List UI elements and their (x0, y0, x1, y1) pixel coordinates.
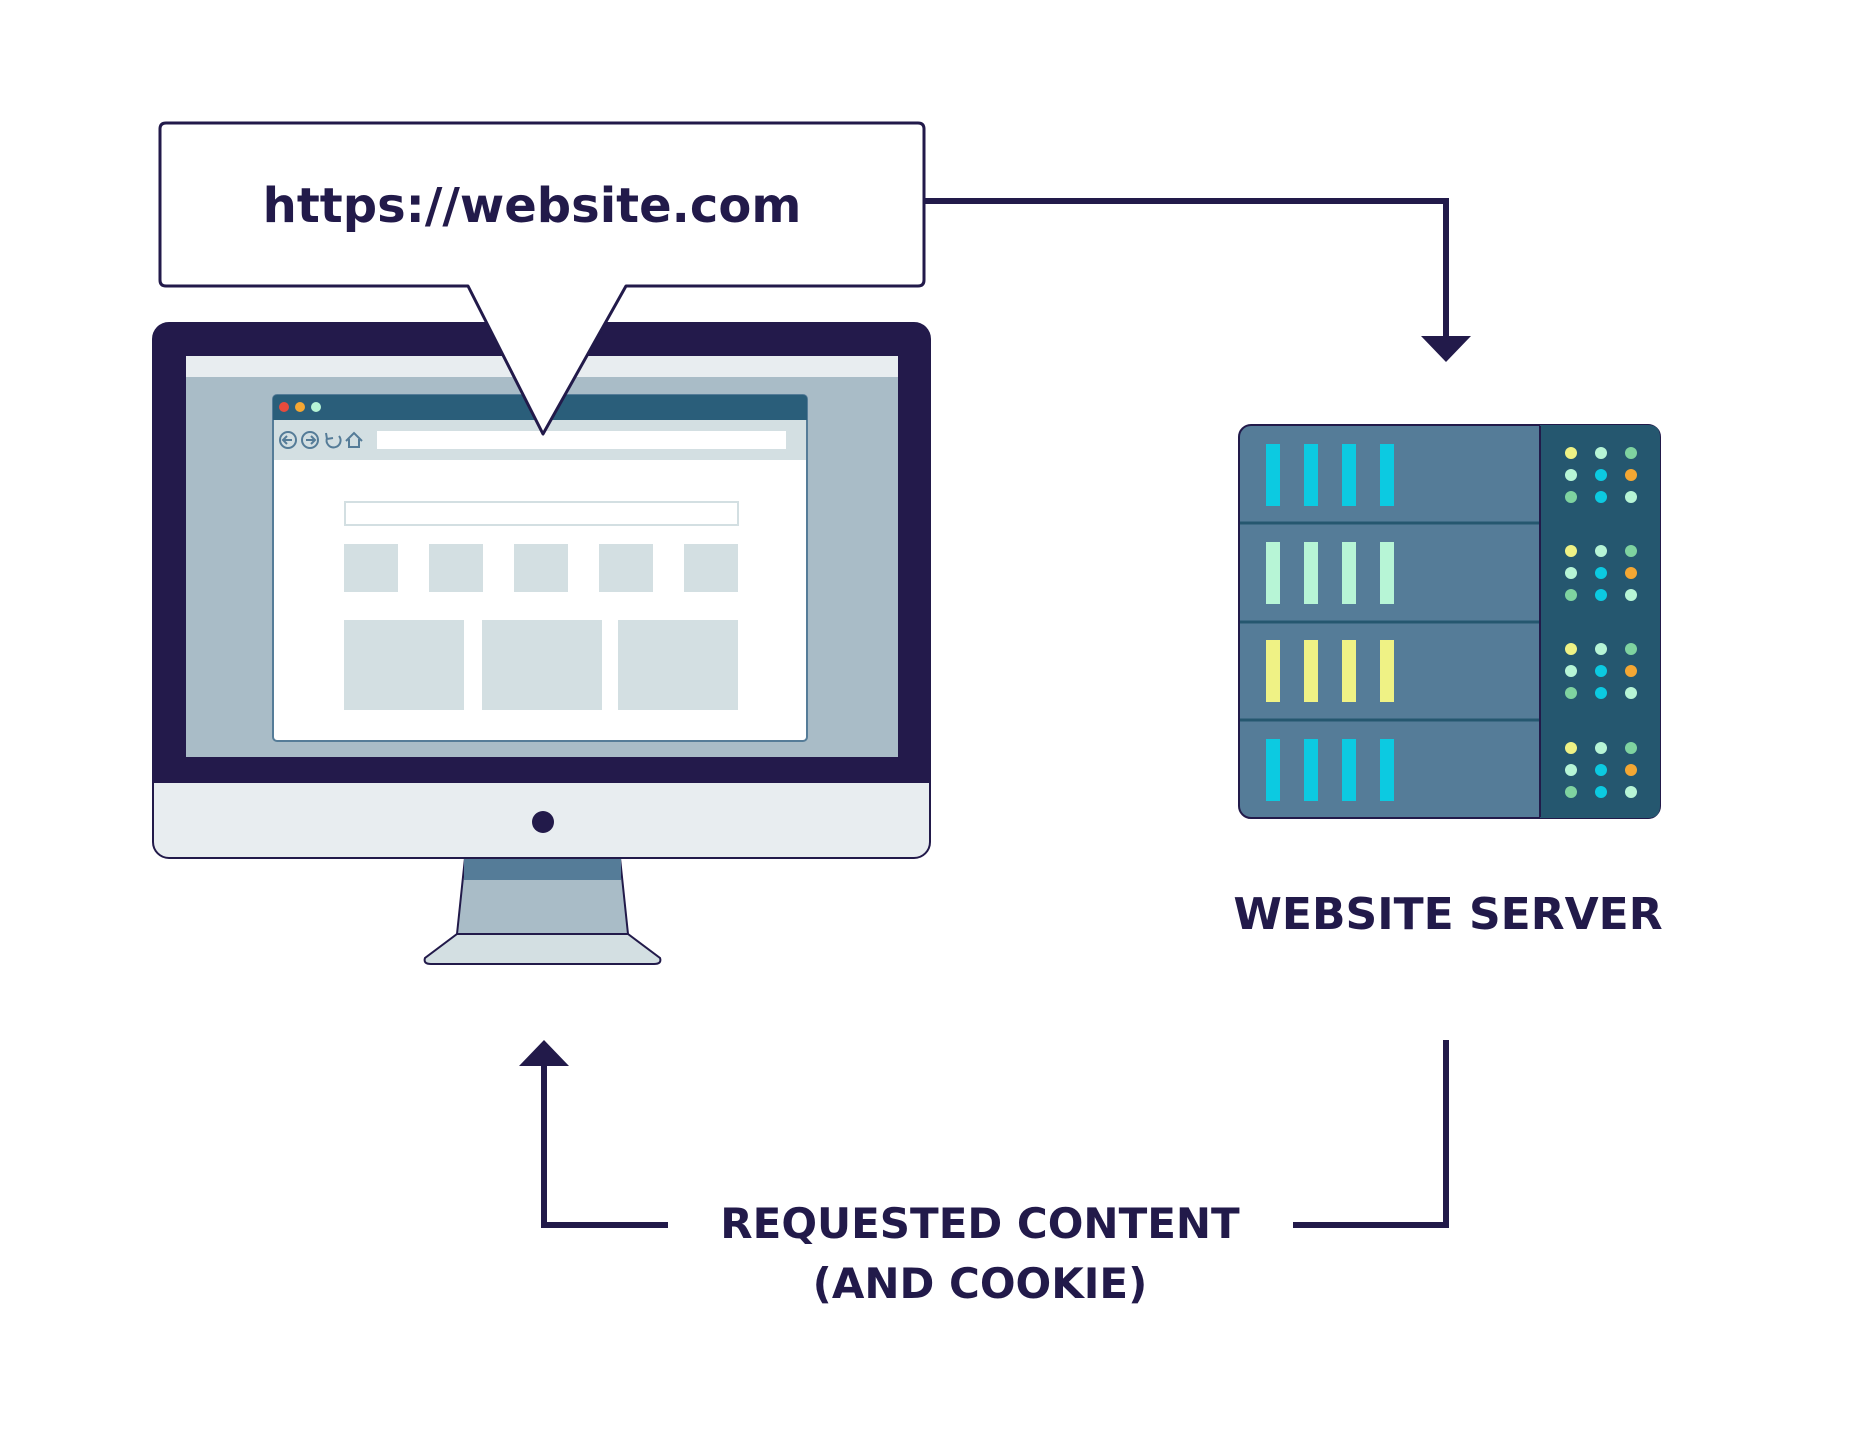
page-thumbnails (344, 544, 738, 592)
status-light-icon (1565, 742, 1637, 798)
status-light-icon (1565, 545, 1637, 601)
response-label-line1: REQUESTED CONTENT (720, 1199, 1240, 1248)
forward-icon (301, 431, 319, 449)
page-content-blocks (344, 620, 738, 710)
response-arrowhead-icon (519, 1040, 569, 1066)
browser-window (272, 394, 808, 742)
url-text: https://website.com (263, 178, 802, 234)
status-light-icon (1565, 643, 1637, 699)
server-unit (1266, 739, 1637, 801)
home-icon (345, 431, 363, 448)
status-light-icon (1565, 447, 1637, 503)
window-minimize-dot-icon (295, 402, 305, 412)
window-maximize-dot-icon (311, 402, 321, 412)
page-search-bar (344, 501, 739, 526)
monitor-power-button (532, 811, 554, 833)
back-icon (279, 431, 297, 449)
response-arrow (519, 1040, 1449, 1228)
address-bar[interactable] (377, 431, 786, 449)
request-arrowhead-icon (1421, 336, 1471, 362)
monitor-base (423, 933, 662, 965)
response-label: REQUESTED CONTENT (AND COOKIE) (720, 1199, 1240, 1308)
window-close-dot-icon (279, 402, 289, 412)
request-arrow (920, 198, 1471, 362)
response-label-line2: (AND COOKIE) (813, 1259, 1148, 1308)
server-unit (1266, 542, 1637, 604)
server-label: WEBSITE SERVER (1233, 889, 1662, 940)
website-server (1238, 424, 1661, 819)
server-unit (1266, 444, 1637, 506)
url-bubble: https://website.com (158, 121, 926, 436)
reload-icon (325, 432, 342, 449)
server-unit (1266, 640, 1637, 702)
